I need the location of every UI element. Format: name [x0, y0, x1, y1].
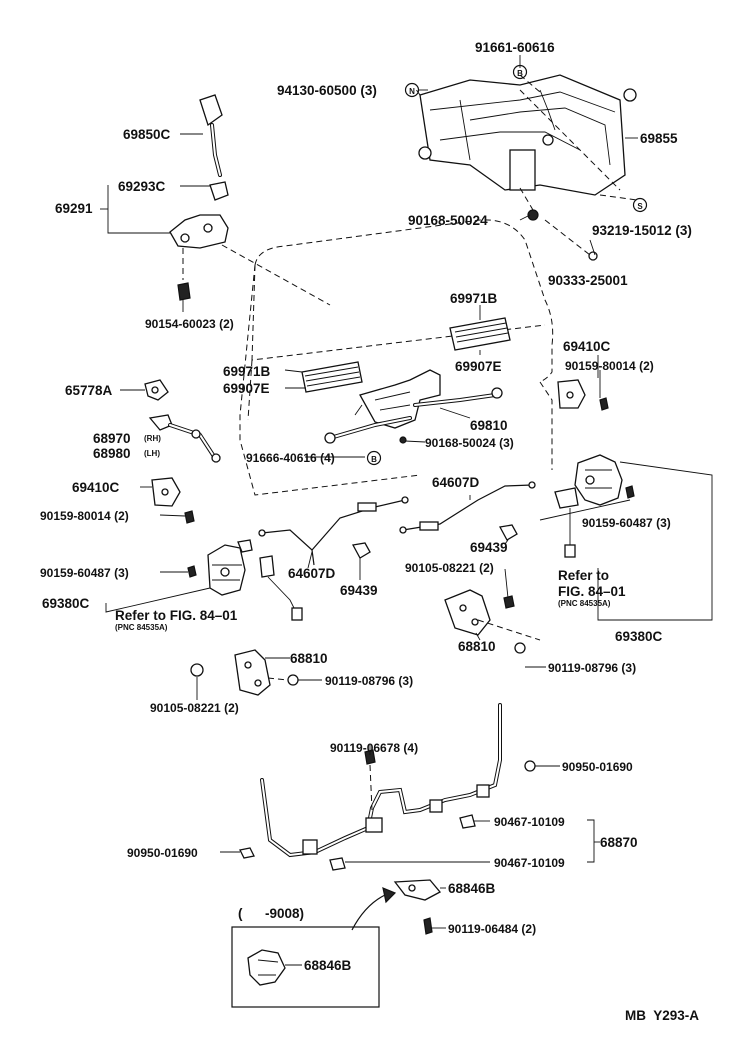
label-68980-lh: (LH): [144, 449, 160, 458]
label-68810-b: 68810: [458, 639, 496, 654]
label-90168-50024-b: 90168-50024 (3): [425, 436, 514, 450]
label-69291: 69291: [55, 201, 93, 216]
label-69850c: 69850C: [123, 127, 171, 142]
lock-69380c-left: [187, 539, 303, 621]
label-90467-10109-b: 90467-10109: [494, 856, 565, 870]
label-68810-a: 68810: [290, 651, 328, 666]
date-range-label: ( -9008): [238, 906, 304, 921]
cable-64607d-right: [399, 481, 536, 534]
lock-assembly-69855: [414, 74, 638, 261]
clip-69439-left: [351, 542, 371, 559]
label-93219-15012: 93219-15012 (3): [592, 223, 692, 238]
label-69380c-a: 69380C: [42, 596, 90, 611]
marker-text: B: [371, 455, 377, 464]
label-64607d-a: 64607D: [432, 475, 480, 490]
refer-right-line2: FIG. 84–01: [558, 584, 626, 599]
label-69907e-a: 69907E: [223, 381, 270, 396]
label-69439-a: 69439: [470, 540, 508, 555]
label-68970-rh: (RH): [144, 434, 161, 443]
clip-65778a: [144, 379, 169, 401]
label-90159-60487-a: 90159-60487 (3): [582, 516, 671, 530]
marker-n: N: [404, 82, 420, 98]
label-90154-60023: 90154-60023 (2): [145, 317, 234, 331]
label-69907e-b: 69907E: [455, 359, 502, 374]
marker-b-bottom: B: [366, 450, 382, 466]
marker-b-top: B: [512, 64, 528, 80]
label-91661-60616: 91661-60616: [475, 40, 555, 55]
label-69410c-a: 69410C: [563, 339, 611, 354]
label-65778a: 65778A: [65, 383, 113, 398]
label-90159-60487-b: 90159-60487 (3): [40, 566, 129, 580]
marker-text: B: [517, 69, 523, 78]
label-64607d-b: 64607D: [288, 566, 336, 581]
label-68870: 68870: [600, 835, 638, 850]
label-90159-80014-a: 90159-80014 (2): [565, 359, 654, 373]
label-69971b-a: 69971B: [450, 291, 498, 306]
diagram-code: MB Y293-A: [625, 1008, 699, 1023]
refer-left-pnc: (PNC 84535A): [115, 623, 168, 632]
back-door-panel: [239, 219, 554, 496]
striker-69410c-right: [557, 379, 609, 411]
label-69439-b: 69439: [340, 583, 378, 598]
label-90119-08796-b: 90119-08796 (3): [325, 674, 413, 688]
rod-68970: [148, 414, 221, 463]
label-68980: 68980: [93, 446, 131, 461]
label-69971b-b: 69971B: [223, 364, 271, 379]
label-90333-25001: 90333-25001: [548, 273, 628, 288]
label-68846b-a: 68846B: [448, 881, 496, 896]
marker-s: S: [632, 197, 648, 213]
label-69410c-b: 69410C: [72, 480, 120, 495]
garnish-strips: [301, 317, 511, 393]
label-94130-60500: 94130-60500 (3): [277, 83, 377, 98]
label-90105-08221-b: 90105-08221 (2): [150, 701, 239, 715]
label-69855: 69855: [640, 131, 678, 146]
inset-box: [231, 926, 380, 1008]
hinge-68810-center: [444, 589, 541, 654]
clip-69439-right: [498, 524, 518, 541]
latch-linkage-69810: [324, 369, 503, 444]
striker-69410c-left: [151, 477, 195, 524]
marker-text: S: [637, 202, 643, 211]
handle-rod-69850c: [199, 94, 223, 177]
refer-right-pnc: (PNC 84535A): [558, 599, 611, 608]
label-68846b-b: 68846B: [304, 958, 352, 973]
label-90950-01690-a: 90950-01690: [562, 760, 633, 774]
refer-left: Refer to FIG. 84–01: [115, 608, 238, 623]
cable-64607d-left: [258, 496, 409, 566]
label-90119-06678: 90119-06678 (4): [330, 741, 418, 755]
leader-lines: [105, 55, 713, 966]
label-90950-01690-b: 90950-01690: [127, 846, 198, 860]
refer-right-line1: Refer to: [558, 568, 609, 583]
label-90159-80014-b: 90159-80014 (2): [40, 509, 129, 523]
label-90119-06484: 90119-06484 (2): [448, 922, 536, 936]
hinge-68810-left: [190, 649, 299, 696]
label-69380c-b: 69380C: [615, 629, 663, 644]
bracket-68846b-upper: [351, 879, 442, 935]
label-90168-50024-a: 90168-50024: [408, 213, 488, 228]
label-69293c: 69293C: [118, 179, 166, 194]
lock-69380c-right: [554, 454, 635, 558]
label-68970: 68970: [93, 431, 131, 446]
label-90105-08221-a: 90105-08221 (2): [405, 561, 494, 575]
rod-assembly-68870: [239, 703, 536, 871]
marker-text: N: [409, 87, 415, 96]
label-90119-08796-a: 90119-08796 (3): [548, 661, 636, 675]
label-69810: 69810: [470, 418, 508, 433]
label-91666-40616: 91666-40616 (4): [246, 451, 335, 465]
door-lock-69291: [169, 181, 331, 306]
label-90467-10109-a: 90467-10109: [494, 815, 565, 829]
